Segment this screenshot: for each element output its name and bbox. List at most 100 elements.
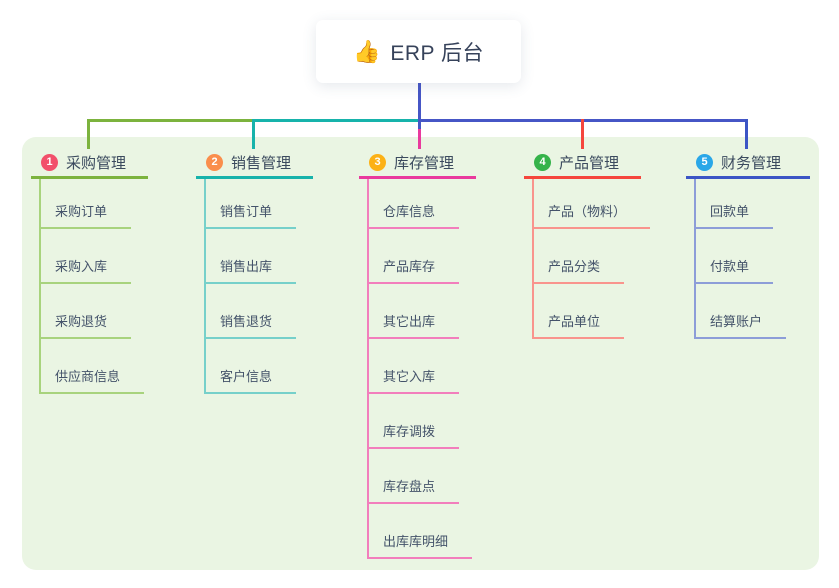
connector-drop-purchase <box>87 119 90 149</box>
item-label: 供应商信息 <box>55 369 121 384</box>
connector-drop-finance <box>745 119 748 149</box>
mindmap-item[interactable]: 产品（物料） <box>524 174 650 229</box>
item-underline <box>367 502 459 504</box>
branch-product-label[interactable]: 4 产品管理 <box>524 149 641 176</box>
item-label: 采购入库 <box>55 259 108 274</box>
item-underline <box>694 227 773 229</box>
item-label: 库存盘点 <box>383 479 436 494</box>
mindmap-item[interactable]: 采购订单 <box>31 174 148 229</box>
branch-purchase: 1 采购管理 采购订单 采购入库 采购退货 供应商信息 <box>31 149 148 394</box>
item-label: 销售订单 <box>220 204 273 219</box>
mindmap-item[interactable]: 出库库明细 <box>359 504 476 559</box>
mindmap-item[interactable]: 产品分类 <box>524 229 641 284</box>
branch-inventory: 3 库存管理 仓库信息 产品库存 其它出库 其它入库 库存调拨 <box>359 149 476 559</box>
branch-title: 销售管理 <box>231 155 292 172</box>
item-label: 回款单 <box>710 204 750 219</box>
mindmap-item[interactable]: 产品单位 <box>524 284 641 339</box>
item-label: 客户信息 <box>220 369 273 384</box>
item-underline <box>694 337 786 339</box>
item-label: 产品库存 <box>383 259 436 274</box>
item-underline <box>367 447 459 449</box>
item-underline <box>532 282 624 284</box>
branch-connector-line <box>367 179 369 559</box>
branch-underline <box>524 176 641 179</box>
item-underline <box>532 337 624 339</box>
mindmap-item[interactable]: 产品库存 <box>359 229 476 284</box>
mindmap-item[interactable]: 其它入库 <box>359 339 476 394</box>
branch-inventory-label[interactable]: 3 库存管理 <box>359 149 476 176</box>
item-underline <box>367 282 459 284</box>
branch-number-badge: 3 <box>369 154 386 171</box>
item-underline <box>694 282 773 284</box>
branch-number-badge: 1 <box>41 154 58 171</box>
item-underline <box>39 392 144 394</box>
mindmap-item[interactable]: 采购退货 <box>31 284 148 339</box>
item-label: 产品（物料） <box>548 204 627 219</box>
mindmap-item[interactable]: 库存盘点 <box>359 449 476 504</box>
branch-title: 采购管理 <box>66 155 127 172</box>
branch-connector-line <box>694 179 696 339</box>
item-label: 销售退货 <box>220 314 273 329</box>
branch-finance: 5 财务管理 回款单 付款单 结算账户 <box>686 149 810 339</box>
item-label: 采购退货 <box>55 314 108 329</box>
mindmap-item[interactable]: 仓库信息 <box>359 174 476 229</box>
item-underline <box>367 557 472 559</box>
item-label: 销售出库 <box>220 259 273 274</box>
branch-title: 财务管理 <box>721 155 782 172</box>
item-underline <box>367 337 459 339</box>
item-label: 产品分类 <box>548 259 601 274</box>
connector-horizontal-purchase <box>87 119 254 122</box>
mindmap-item[interactable]: 客户信息 <box>196 339 313 394</box>
branch-underline <box>31 176 148 179</box>
branch-connector-line <box>39 179 41 394</box>
branch-purchase-label[interactable]: 1 采购管理 <box>31 149 148 176</box>
branch-product: 4 产品管理 产品（物料） 产品分类 产品单位 <box>524 149 650 339</box>
item-underline <box>532 227 650 229</box>
mindmap-item[interactable]: 销售出库 <box>196 229 313 284</box>
thumbs-up-icon: 👍 <box>352 38 381 64</box>
branch-number-badge: 2 <box>206 154 223 171</box>
branch-body: 回款单 付款单 结算账户 <box>686 174 810 339</box>
item-underline <box>367 392 459 394</box>
branch-body: 产品（物料） 产品分类 产品单位 <box>524 174 650 339</box>
mindmap-item[interactable]: 其它出库 <box>359 284 476 339</box>
mindmap-item[interactable]: 供应商信息 <box>31 339 148 394</box>
branch-number-badge: 5 <box>696 154 713 171</box>
item-underline <box>39 227 131 229</box>
mindmap-item[interactable]: 采购入库 <box>31 229 148 284</box>
branch-body: 采购订单 采购入库 采购退货 供应商信息 <box>31 174 148 394</box>
item-label: 其它出库 <box>383 314 436 329</box>
root-node[interactable]: 👍 ERP 后台 <box>316 20 521 83</box>
mindmap-item[interactable]: 回款单 <box>686 174 810 229</box>
mindmap-item[interactable]: 库存调拨 <box>359 394 476 449</box>
branch-body: 销售订单 销售出库 销售退货 客户信息 <box>196 174 313 394</box>
branch-title: 库存管理 <box>394 155 455 172</box>
item-label: 结算账户 <box>710 314 763 329</box>
item-underline <box>367 227 459 229</box>
branch-underline <box>196 176 313 179</box>
item-label: 库存调拨 <box>383 424 436 439</box>
branch-connector-line <box>204 179 206 394</box>
item-label: 付款单 <box>710 259 750 274</box>
mindmap-item[interactable]: 结算账户 <box>686 284 810 339</box>
connector-drop-product <box>581 119 584 149</box>
item-underline <box>204 227 296 229</box>
connector-horizontal-right <box>420 119 748 122</box>
item-label: 仓库信息 <box>383 204 436 219</box>
connector-drop-inventory <box>418 121 421 149</box>
item-label: 出库库明细 <box>383 534 449 549</box>
mindmap-item[interactable]: 销售退货 <box>196 284 313 339</box>
branch-body: 仓库信息 产品库存 其它出库 其它入库 库存调拨 库存盘点 <box>359 174 476 559</box>
branch-underline <box>359 176 476 179</box>
branch-number-badge: 4 <box>534 154 551 171</box>
mindmap-item[interactable]: 销售订单 <box>196 174 313 229</box>
branch-title: 产品管理 <box>559 155 620 172</box>
branch-sales: 2 销售管理 销售订单 销售出库 销售退货 客户信息 <box>196 149 313 394</box>
branch-finance-label[interactable]: 5 财务管理 <box>686 149 810 176</box>
branch-sales-label[interactable]: 2 销售管理 <box>196 149 313 176</box>
item-label: 产品单位 <box>548 314 601 329</box>
item-underline <box>39 282 131 284</box>
connector-drop-sales <box>252 119 255 149</box>
mindmap-item[interactable]: 付款单 <box>686 229 810 284</box>
